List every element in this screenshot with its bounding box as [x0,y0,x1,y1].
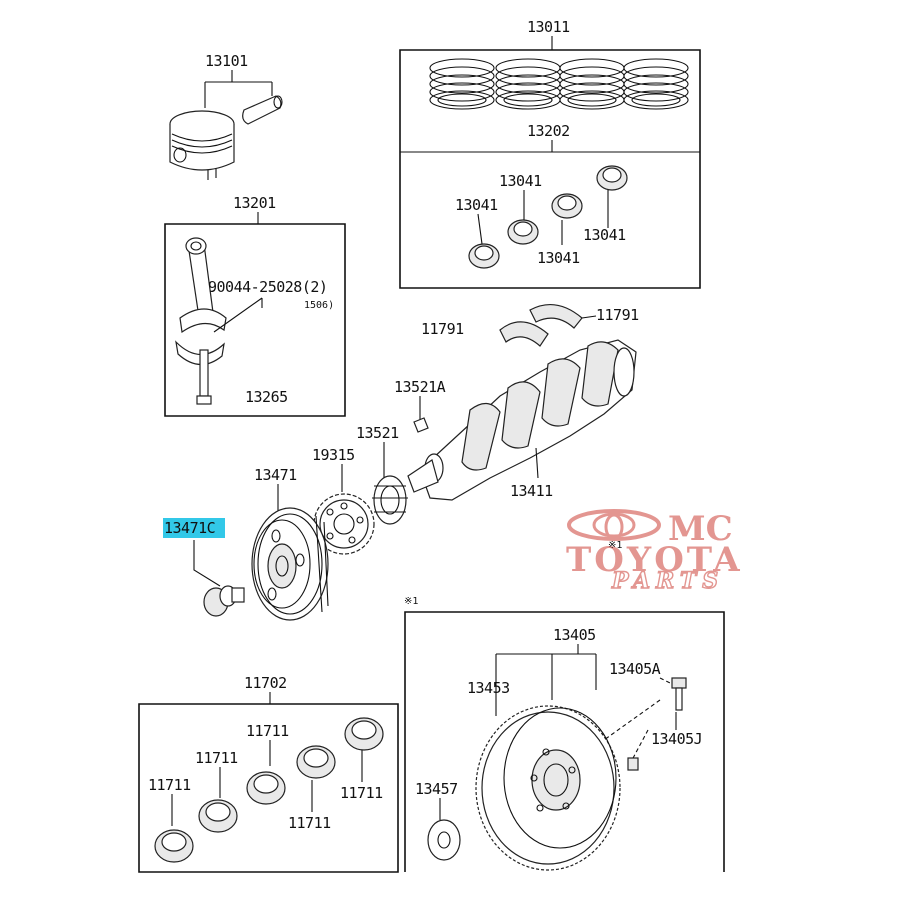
main-bearings [154,717,384,863]
conrod-bearings [468,165,628,269]
label-13041-a[interactable]: 13041 [499,172,543,190]
label-11711-c[interactable]: 11711 [148,776,192,794]
label-13453[interactable]: 13453 [467,679,510,697]
label-13041-b[interactable]: 13041 [455,196,499,214]
toyota-logo [567,509,661,541]
pulley-bolt [203,585,245,617]
omc-toyota-parts-watermark: MC TOYOTA PARTS [566,509,743,595]
label-11711-d[interactable]: 11711 [340,784,384,802]
watermark-line3: PARTS [611,568,724,594]
label-13521a[interactable]: 13521A [394,378,446,396]
label-13521[interactable]: 13521 [356,424,400,442]
label-13411[interactable]: 13411 [510,482,554,500]
label-90044-note: 1506) [304,300,334,311]
label-13041-d[interactable]: 13041 [537,249,581,267]
label-13265[interactable]: 13265 [245,388,288,406]
label-13202[interactable]: 13202 [527,122,570,140]
label-11791-right[interactable]: 11791 [596,306,640,324]
label-11702[interactable]: 11702 [244,674,287,692]
highlight-13471c [163,518,225,538]
timing-rotor-plate [313,493,375,555]
note-mark-1: ※1 [404,596,418,607]
label-19315[interactable]: 19315 [312,446,355,464]
label-13101[interactable]: 13101 [205,52,249,70]
crankshaft-pulley [251,507,329,621]
watermark-line2: TOYOTA [566,540,743,580]
crankshaft [407,339,637,501]
note-mark-2: ※1 [608,540,622,551]
label-13041-c[interactable]: 13041 [583,226,627,244]
main-bearing-box: 11702 11711 11711 11711 11711 11711 [138,674,399,873]
flywheel [475,705,621,871]
flywheel-bolt [671,677,687,711]
label-11791-left[interactable]: 11791 [421,320,465,338]
connecting-rod-box: 13201 90044-25028(2) 1506) 13265 [164,194,346,417]
label-90044-25028[interactable]: 90044-25028(2) [208,278,328,296]
label-13471c[interactable]: 13471C [164,519,216,537]
piston-assembly: 13101 [169,52,283,180]
label-13405[interactable]: 13405 [553,626,596,644]
crank-timing-sprocket [372,475,408,525]
label-13201[interactable]: 13201 [233,194,277,212]
label-13405j[interactable]: 13405J [651,730,703,748]
label-13471[interactable]: 13471 [254,466,298,484]
label-11711-b[interactable]: 11711 [195,749,239,767]
label-13457[interactable]: 13457 [415,780,458,798]
dowel-pin [627,729,649,771]
spacer-plate [427,819,461,861]
ring-set-box: 13011 13202 13041 13041 13041 13041 [399,18,701,289]
label-11711-e[interactable]: 11711 [288,814,332,832]
label-11711-a[interactable]: 11711 [246,722,290,740]
piston-ring-sets [429,58,689,110]
watermark-line1: MC [668,509,733,549]
label-13011[interactable]: 13011 [527,18,571,36]
label-13405a[interactable]: 13405A [609,660,661,678]
crankshaft-area: 11791 11791 13411 13521A 13521 [163,303,640,621]
flywheel-box: ※1 13405 13453 13405A 13405J 13457 [404,596,725,872]
